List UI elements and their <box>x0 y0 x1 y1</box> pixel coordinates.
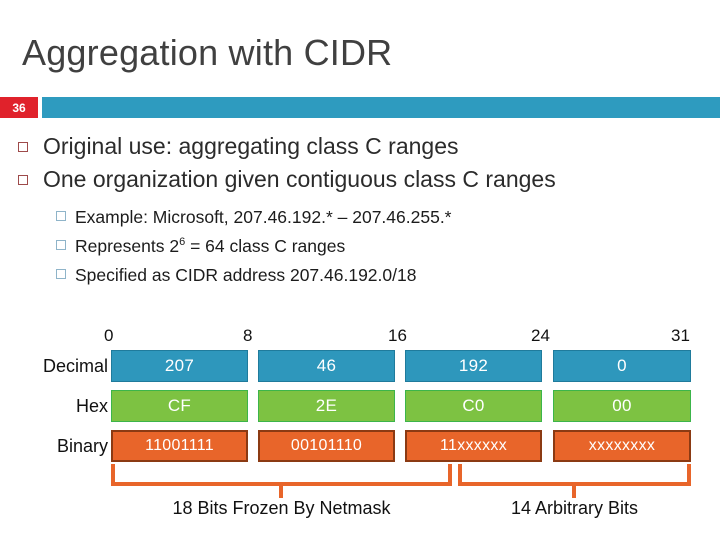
bullet-level2-text: Specified as CIDR address 207.46.192.0/1… <box>75 265 417 285</box>
bit-ruler-tick: 16 <box>388 326 407 345</box>
hollow-square-marker-icon <box>18 175 28 185</box>
bullet-level1-text: Original use: aggregating class C ranges <box>43 133 459 159</box>
accent-bar <box>42 97 720 118</box>
diagram-row-hex: Hex CF 2E C0 00 <box>0 390 720 422</box>
list-item: Specified as CIDR address 207.46.192.0/1… <box>56 263 708 288</box>
table-cell: 46 <box>258 350 395 382</box>
arbitrary-brace-stem <box>572 482 576 498</box>
table-cell: 192 <box>405 350 542 382</box>
table-cell: CF <box>111 390 248 422</box>
caption-netmask: 18 Bits Frozen By Netmask <box>172 498 391 518</box>
row-label: Binary <box>56 435 108 456</box>
bullet-level2-text-after: = 64 class C ranges <box>185 236 346 256</box>
diagram-row-binary: Binary 11001111 00101110 11xxxxxx xxxxxx… <box>0 430 720 462</box>
slide-number-badge: 36 <box>0 97 38 118</box>
bullet-level2-text: Represents 26 = 64 class C ranges <box>75 234 345 259</box>
table-cell: 207 <box>111 350 248 382</box>
hollow-square-marker-icon <box>56 240 66 250</box>
row-label: Hex <box>75 395 108 416</box>
table-cell: 11001111 <box>111 430 248 462</box>
bit-ruler-tick: 24 <box>531 326 550 345</box>
slide-number-band: 36 <box>0 97 720 118</box>
sub-bullet-list: Example: Microsoft, 207.46.192.* – 207.4… <box>56 205 708 288</box>
netmask-brace-stem <box>279 482 283 498</box>
bit-field-diagram: 0 8 16 24 31 Decimal 207 46 192 0 Hex CF… <box>0 326 720 540</box>
table-cell: 00101110 <box>258 430 395 462</box>
bullet-level2-superscript: 6 <box>179 236 186 249</box>
hollow-square-marker-icon <box>18 142 28 152</box>
bit-ruler-tick: 31 <box>671 326 690 345</box>
bullet-list: Original use: aggregating class C ranges… <box>18 131 708 292</box>
list-item: Example: Microsoft, 207.46.192.* – 207.4… <box>56 205 708 230</box>
bit-ruler: 0 8 16 24 31 <box>0 326 720 348</box>
list-item: One organization given contiguous class … <box>18 164 708 195</box>
table-cell: 2E <box>258 390 395 422</box>
table-cell: 0 <box>553 350 691 382</box>
hollow-square-marker-icon <box>56 211 66 221</box>
diagram-row-decimal: Decimal 207 46 192 0 <box>0 350 720 382</box>
bullet-level2-text-before: Represents 2 <box>75 236 180 256</box>
bullet-level2-text: Example: Microsoft, 207.46.192.* – 207.4… <box>75 207 452 227</box>
table-cell: 11xxxxxx <box>405 430 542 462</box>
brace-group <box>0 464 720 498</box>
list-item: Original use: aggregating class C ranges <box>18 131 708 162</box>
bit-ruler-tick: 8 <box>243 326 253 345</box>
page-title: Aggregation with CIDR <box>22 32 393 73</box>
table-cell: xxxxxxxx <box>553 430 691 462</box>
caption-arbitrary: 14 Arbitrary Bits <box>510 498 639 518</box>
list-item: Represents 26 = 64 class C ranges <box>56 234 708 259</box>
row-label: Decimal <box>42 355 108 376</box>
bit-ruler-tick: 0 <box>104 326 114 345</box>
table-cell: 00 <box>553 390 691 422</box>
table-cell: C0 <box>405 390 542 422</box>
bullet-level1-text: One organization given contiguous class … <box>43 166 556 192</box>
hollow-square-marker-icon <box>56 269 66 279</box>
